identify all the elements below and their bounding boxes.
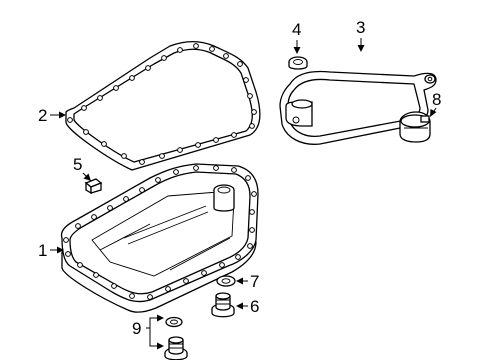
bolt-hole	[173, 169, 179, 175]
bolt-hole	[165, 286, 171, 292]
bolt-hole	[249, 227, 255, 233]
bolt-hole	[139, 187, 145, 193]
bolt-hole	[193, 43, 199, 49]
bolt-hole	[235, 254, 241, 260]
callout-2: 2	[38, 106, 66, 125]
bolt-hole	[223, 53, 229, 59]
bolt-hole	[161, 55, 167, 61]
callout-label-6: 6	[250, 297, 259, 316]
bolt-hole	[245, 175, 251, 181]
callout-4: 4	[292, 20, 301, 54]
bolt-hole	[213, 165, 219, 171]
bolt-hole	[249, 209, 255, 215]
callout-3: 3	[356, 18, 365, 52]
bolt-hole	[101, 141, 107, 147]
bolt-hole	[139, 159, 145, 165]
bolt-hole	[159, 153, 165, 159]
bolt-hole	[213, 137, 219, 143]
bolt-hole	[111, 283, 117, 289]
bolt-hole	[155, 177, 161, 183]
retaining-clip	[84, 178, 103, 195]
drain-washer	[216, 275, 236, 287]
callout-label-4: 4	[292, 20, 301, 39]
callout-label-2: 2	[38, 106, 47, 125]
bolt-hole	[231, 132, 237, 138]
bolt-hole	[247, 93, 253, 99]
bolt-hole	[177, 47, 183, 53]
callout-label-1: 1	[38, 241, 47, 260]
bolt-hole	[121, 153, 127, 159]
fill-plug-with-washer	[164, 316, 188, 360]
callout-1: 1	[38, 241, 64, 260]
callout-5: 5	[73, 155, 91, 181]
bolt-hole	[77, 262, 83, 268]
pan-gasket	[65, 40, 261, 171]
bolt-hole	[123, 196, 129, 202]
bolt-hole	[219, 262, 225, 268]
oil-pan	[60, 163, 259, 313]
bolt-hole	[83, 129, 89, 135]
bolt-hole	[91, 214, 97, 220]
bolt-hole	[63, 237, 69, 243]
callout-label-5: 5	[73, 155, 82, 174]
bolt-hole	[97, 95, 103, 101]
callout-label-9: 9	[132, 319, 141, 338]
callout-8: 8	[430, 90, 441, 117]
bolt-hole	[65, 251, 71, 257]
callout-label-7: 7	[250, 272, 259, 291]
callout-9: 9	[132, 314, 164, 350]
bolt-hole	[81, 105, 87, 111]
bolt-hole	[75, 223, 81, 229]
bolt-hole	[177, 147, 183, 153]
bolt-hole	[145, 65, 151, 71]
bolt-hole	[113, 85, 119, 91]
bolt-hole	[201, 270, 207, 276]
bolt-hole	[231, 167, 237, 173]
bolt-hole	[107, 205, 113, 211]
callout-7: 7	[236, 272, 259, 291]
bolt-hole	[183, 278, 189, 284]
bolt-hole	[147, 294, 153, 300]
bolt-hole	[249, 123, 255, 129]
bolt-hole	[209, 46, 215, 52]
bolt-hole	[237, 61, 243, 67]
connector-plug	[399, 111, 431, 143]
filter-seal-ring	[288, 56, 308, 70]
callout-label-8: 8	[432, 90, 441, 109]
callout-6: 6	[236, 297, 259, 316]
bolt-hole	[251, 191, 257, 197]
bolt-hole	[93, 272, 99, 278]
bolt-hole	[247, 243, 253, 249]
bolt-hole	[129, 75, 135, 81]
bolt-hole	[193, 165, 199, 171]
bolt-hole	[195, 142, 201, 148]
bolt-hole	[129, 293, 135, 299]
bolt-hole	[251, 109, 257, 115]
bolt-hole	[67, 117, 73, 123]
bolt-hole	[243, 77, 249, 83]
callout-label-3: 3	[356, 18, 365, 37]
drain-plug	[211, 292, 235, 318]
